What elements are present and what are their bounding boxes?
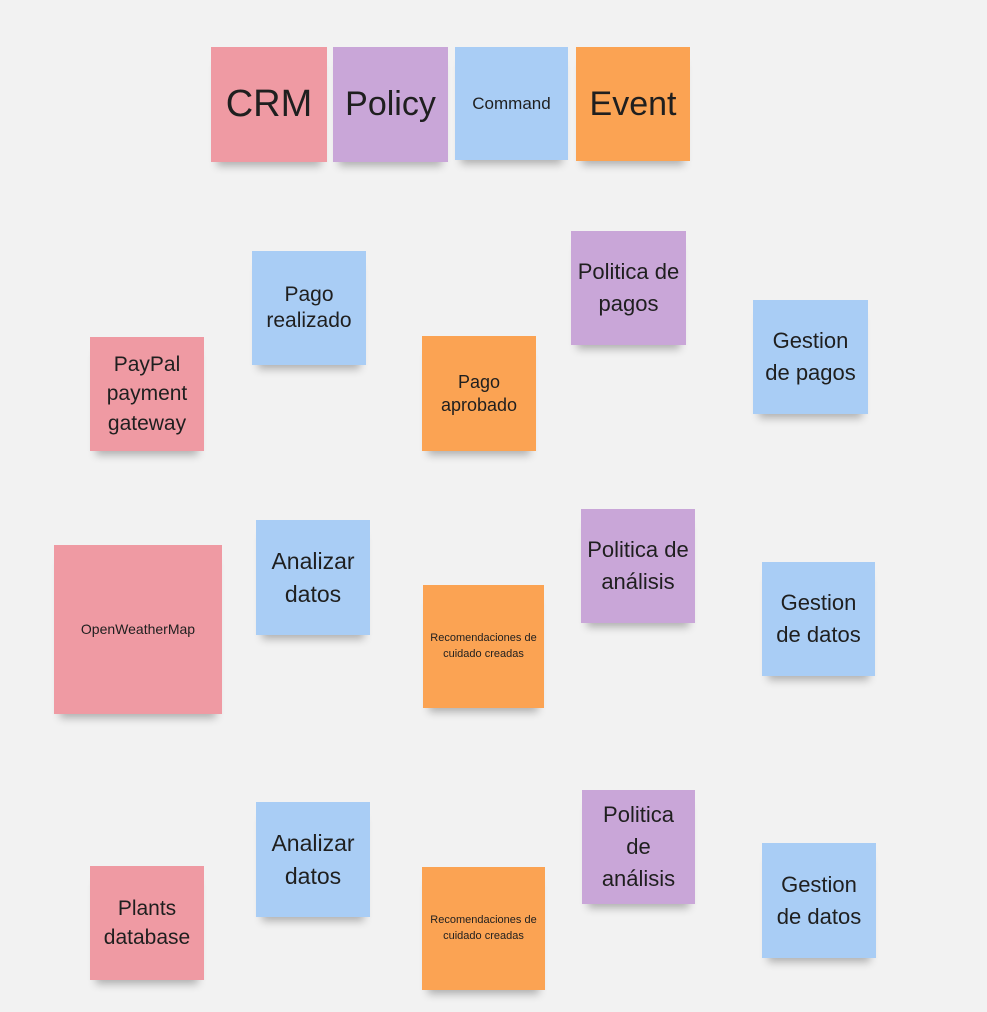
legend-policy-label: Policy [345, 85, 436, 124]
row1-command-label: Pago realizado [266, 282, 352, 332]
row2-crm-label: OpenWeatherMap [80, 620, 196, 637]
row1-command-note[interactable]: Pago realizado [252, 251, 366, 365]
row1-event-note[interactable]: Pago aprobado [422, 336, 536, 451]
row2-policy-label: Politica de análisis [587, 537, 689, 594]
row2-command-label: Analizar datos [271, 548, 355, 607]
row1-command2-note[interactable]: Gestion de pagos [753, 300, 868, 414]
row2-event-label: Recomendaciones de cuidado creadas [430, 631, 537, 660]
row3-command2-note[interactable]: Gestion de datos [762, 843, 876, 958]
row1-policy-label: Politica de pagos [577, 259, 680, 316]
row2-event-note[interactable]: Recomendaciones de cuidado creadas [423, 585, 544, 708]
row1-crm-label: PayPal payment gateway [106, 352, 188, 435]
legend-command-note[interactable]: Command [455, 47, 568, 160]
row1-event-label: Pago aprobado [440, 372, 518, 415]
row3-command2-label: Gestion de datos [776, 871, 862, 929]
row2-command-note[interactable]: Analizar datos [256, 520, 370, 635]
legend-crm-note[interactable]: CRM [211, 47, 327, 162]
legend-crm-label: CRM [225, 82, 313, 125]
row3-policy-label: Politica de análisis [601, 802, 676, 891]
row2-policy-note[interactable]: Politica de análisis [581, 509, 695, 623]
row1-crm-note[interactable]: PayPal payment gateway [90, 337, 204, 451]
legend-event-label: Event [589, 84, 677, 123]
row2-command2-note[interactable]: Gestion de datos [762, 562, 875, 676]
legend-event-note[interactable]: Event [576, 47, 690, 161]
legend-command-label: Command [472, 93, 551, 113]
row3-event-label: Recomendaciones de cuidado creadas [430, 913, 537, 942]
row2-crm-note[interactable]: OpenWeatherMap [54, 545, 222, 714]
row3-crm-label: Plants database [103, 896, 191, 949]
row3-command-label: Analizar datos [271, 830, 355, 889]
row1-policy-note[interactable]: Politica de pagos [571, 231, 686, 345]
row2-command2-label: Gestion de datos [776, 590, 861, 647]
row3-command-note[interactable]: Analizar datos [256, 802, 370, 917]
row3-crm-note[interactable]: Plants database [90, 866, 204, 980]
legend-policy-note[interactable]: Policy [333, 47, 448, 162]
row3-policy-note[interactable]: Politica de análisis [582, 790, 695, 904]
row3-event-note[interactable]: Recomendaciones de cuidado creadas [422, 867, 545, 990]
row1-command2-label: Gestion de pagos [765, 328, 856, 385]
